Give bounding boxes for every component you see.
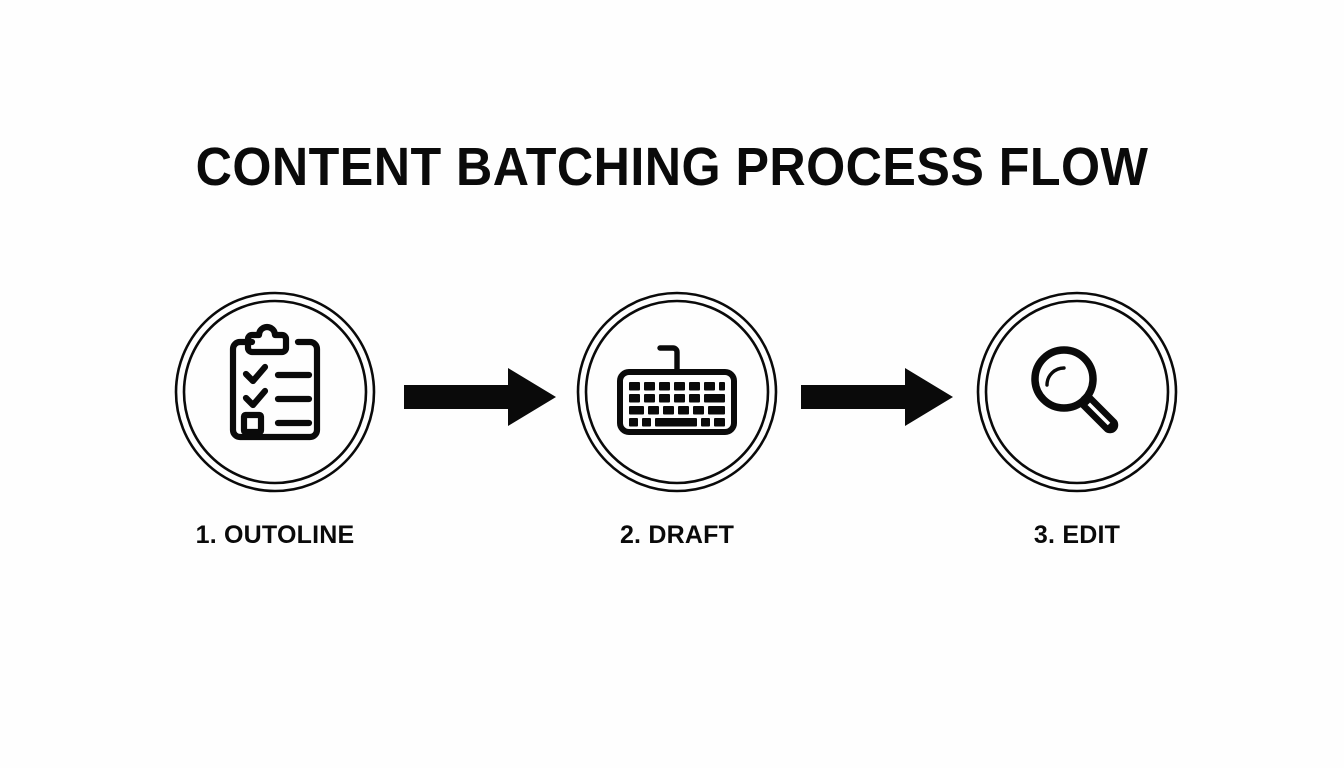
magnifying-glass-icon (976, 291, 1178, 493)
arrow-right-icon (801, 368, 953, 426)
process-flow-row: 1. OUTOLINE (0, 290, 1344, 580)
step-3-badge (975, 290, 1179, 494)
connector-arrow-1 (404, 368, 556, 426)
step-3-label: 3. EDIT (1033, 521, 1121, 549)
process-step-draft[interactable]: 2. DRAFT (537, 290, 817, 580)
process-step-outoline[interactable]: 1. OUTOLINE (135, 290, 415, 580)
page-title: CONTENT BATCHING PROCESS FLOW (195, 137, 1149, 197)
step-2-label: 2. DRAFT (619, 521, 735, 549)
step-1-label: 1. OUTOLINE (195, 521, 355, 549)
arrow-right-icon (404, 368, 556, 426)
connector-arrow-2 (801, 368, 953, 426)
process-step-edit[interactable]: 3. EDIT (937, 290, 1217, 580)
step-1-badge (173, 290, 377, 494)
keyboard-icon (576, 291, 778, 493)
step-2-badge (575, 290, 779, 494)
clipboard-checklist-icon (174, 291, 376, 493)
